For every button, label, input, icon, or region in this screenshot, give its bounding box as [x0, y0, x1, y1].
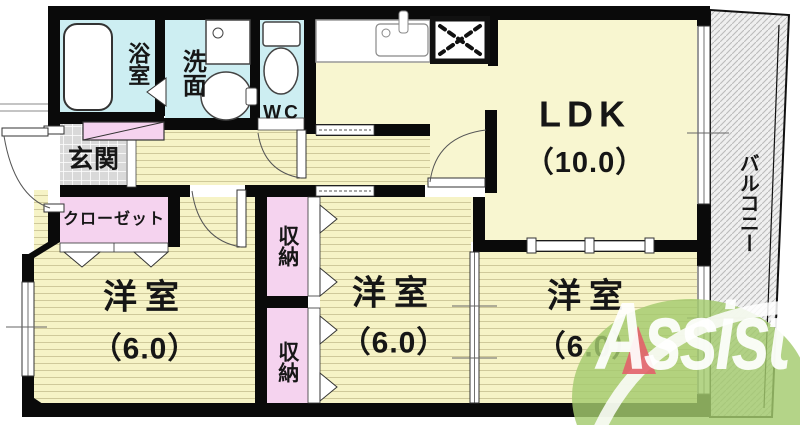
- washroom-door-swing: [257, 132, 302, 179]
- window-stop-3: [644, 237, 655, 254]
- window-stop-2: [584, 237, 595, 254]
- washing-machine: [205, 19, 251, 65]
- fixtures: [63, 10, 490, 141]
- washing-machine-knob: [212, 27, 224, 39]
- closet-bifold-door-2: [132, 251, 170, 268]
- storage-door-1: [319, 203, 338, 235]
- storage-upper-track: [307, 196, 321, 297]
- entrance-door-swing: [3, 135, 51, 209]
- bedroom-left-door-opening: [190, 185, 245, 197]
- bathroom-folding-door: [146, 77, 167, 107]
- entrance-opening: [48, 132, 60, 206]
- storage-door-4: [319, 371, 338, 403]
- entrance-door-leaf: [1, 127, 49, 137]
- bedroom-left-door-swing: [191, 190, 242, 248]
- ldk-door-leaf: [427, 177, 486, 188]
- label-ldk: LDK: [539, 93, 631, 135]
- window-stop-1: [526, 237, 537, 254]
- doors: [1, 77, 487, 404]
- washroom-door-opening: [257, 117, 305, 131]
- bedroom-left-door-leaf: [236, 189, 247, 248]
- label-ldk-size: （10.0）: [524, 147, 646, 180]
- label-storage-lower: 収納: [275, 341, 299, 383]
- ldk-door-opening: [425, 185, 485, 197]
- label-bedroom-center: 洋室: [352, 274, 436, 313]
- bathtub: [63, 23, 113, 111]
- toilet-bowl: [263, 47, 299, 95]
- label-storage-upper: 収納: [275, 225, 299, 267]
- closet-bifold-door-1: [62, 251, 102, 268]
- label-bedroom-left: 洋室: [103, 278, 187, 317]
- entrance-jamb-bottom: [43, 203, 65, 213]
- closet-area: [60, 196, 170, 243]
- toilet-tank: [262, 21, 301, 47]
- storage-lower-track: [307, 307, 321, 404]
- ldk-door-swing: [429, 129, 487, 183]
- label-bedroom-left-size: （6.0）: [91, 332, 199, 366]
- bedroom-center-floor: [320, 197, 471, 403]
- storage-door-2: [319, 266, 338, 298]
- vanity-sink-handle: [245, 87, 258, 106]
- label-closet: クローゼット: [62, 210, 166, 228]
- shoe-cabinet-diagonal: [82, 121, 165, 141]
- watermark-text: Assist: [596, 283, 791, 390]
- washroom-door-leaf: [296, 129, 307, 179]
- outer-walls: [22, 6, 710, 417]
- label-washroom: 洗面: [178, 49, 206, 97]
- hallway-floor: [136, 130, 430, 185]
- label-wc: WC: [263, 102, 301, 124]
- stove-cross-2: [438, 24, 482, 56]
- label-entrance: 玄関: [67, 145, 121, 174]
- label-bedroom-center-size: （6.0）: [340, 326, 448, 360]
- storage-door-3: [319, 314, 338, 346]
- kitchen-drain: [381, 28, 391, 38]
- label-balcony: バルコニー: [736, 153, 759, 253]
- kitchen-faucet: [398, 10, 409, 34]
- label-bathroom: 浴室: [125, 42, 151, 86]
